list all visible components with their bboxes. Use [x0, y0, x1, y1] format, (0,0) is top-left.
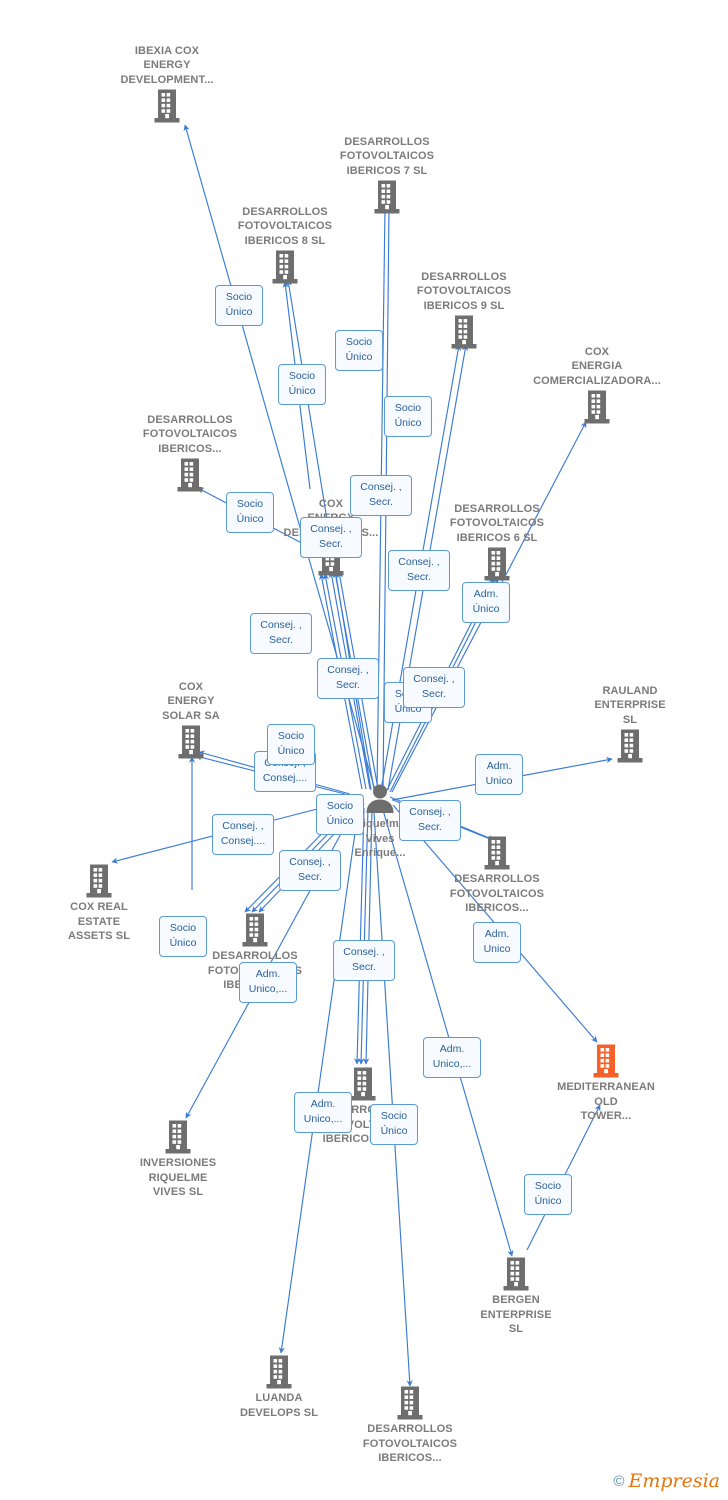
building-icon: [108, 1119, 248, 1155]
node-rauland[interactable]: RAULAND ENTERPRISE SL: [560, 684, 700, 765]
node-label: DESARROLLOS FOTOVOLTAICOS IBERICOS...: [362, 1423, 458, 1464]
building-icon: [293, 1066, 433, 1102]
node-label: INVERSIONES RIQUELME VIVES SL: [139, 1157, 217, 1198]
node-dfi8[interactable]: DESARROLLOS FOTOVOLTAICOS IBERICOS 8 SL: [215, 205, 355, 286]
node-dfi6[interactable]: DESARROLLOS FOTOVOLTAICOS IBERICOS 6 SL: [427, 502, 567, 583]
building-icon: [394, 314, 534, 350]
building-icon: [121, 724, 261, 760]
building-icon: [215, 249, 355, 285]
node-coxreal[interactable]: COX REAL ESTATE ASSETS SL: [29, 863, 169, 944]
brand-label: Empresia: [628, 1470, 720, 1492]
edge: [373, 811, 413, 1387]
relationship-label[interactable]: Consej. , Secr.: [250, 613, 312, 654]
node-luanda[interactable]: LUANDA DEVELOPS SL: [209, 1354, 349, 1420]
node-label: IBEXIA COX ENERGY DEVELOPMENT...: [120, 44, 214, 86]
relationship-label[interactable]: Socio Único: [316, 794, 364, 835]
edge: [362, 807, 373, 1065]
edge: [382, 809, 514, 1257]
building-icon: [427, 835, 567, 871]
relationship-label[interactable]: Consej. , Secr.: [403, 667, 465, 708]
node-label: DESARROLLOS FOTOVOLTAICOS IBERICOS...: [449, 873, 545, 914]
edge: [353, 807, 365, 1065]
relationship-label[interactable]: Socio Único: [278, 364, 326, 405]
node-dfi7[interactable]: DESARROLLOS FOTOVOLTAICOS IBERICOS 7 SL: [317, 135, 457, 216]
building-icon: [209, 1354, 349, 1390]
node-label: MEDITERRANEAN OLD TOWER...: [557, 1081, 655, 1122]
node-dfi9[interactable]: DESARROLLOS FOTOVOLTAICOS IBERICOS 9 SL: [394, 270, 534, 351]
node-dfiR[interactable]: DESARROLLOS FOTOVOLTAICOS IBERICOS...: [427, 835, 567, 916]
node-label: DESARROLLOS FOTOVOLTAICOS IBERICOS...: [142, 413, 238, 455]
building-icon: [120, 457, 260, 493]
relationship-label[interactable]: Socio Único: [370, 1104, 418, 1145]
node-label: DESARROLLOS FOTOVOLTAICOS IBERICOS 8 SL: [237, 205, 333, 247]
node-dfiB[interactable]: DESARROLLOS FOTOVOLTAICOS IBERICOS...: [340, 1385, 480, 1466]
relationship-label[interactable]: Consej. , Secr.: [350, 475, 412, 516]
relationship-label[interactable]: Socio Único: [335, 330, 383, 371]
building-icon: [527, 389, 667, 425]
building-icon: [340, 1385, 480, 1421]
relationship-label[interactable]: Consej. , Secr.: [317, 658, 379, 699]
node-label: COX ENERGIA COMERCIALIZADORA...: [533, 345, 661, 387]
node-bergen[interactable]: BERGEN ENTERPRISE SL: [446, 1256, 586, 1337]
relationship-label[interactable]: Socio Único: [384, 396, 432, 437]
node-label: LUANDA DEVELOPS SL: [239, 1392, 319, 1419]
node-label: Riquelme Vives Enrique...: [354, 818, 406, 859]
edge: [278, 811, 359, 1354]
relationship-label[interactable]: Consej. , Secr.: [333, 940, 395, 981]
node-label: DESARROLLOS FOTOVOLTAICOS IBERICOS 9 SL: [416, 270, 512, 312]
node-label: RAULAND ENTERPRISE SL: [594, 684, 666, 726]
relationship-label[interactable]: Consej. , Consej....: [212, 814, 274, 855]
node-label: COX ENERGY SOLAR SA: [162, 680, 220, 722]
node-coxsolar[interactable]: COX ENERGY SOLAR SA: [121, 680, 261, 761]
relationship-label[interactable]: Socio Único: [226, 492, 274, 533]
building-icon: [446, 1256, 586, 1292]
building-icon: [560, 728, 700, 764]
copyright-icon: ©: [613, 1472, 625, 1490]
building-icon: [317, 179, 457, 215]
watermark: © Empresia: [613, 1470, 720, 1492]
relationship-label[interactable]: Adm. Unico,...: [239, 962, 297, 1003]
relationship-label[interactable]: Consej. , Secr.: [399, 800, 461, 841]
relationship-label[interactable]: Socio Único: [159, 916, 207, 957]
relationship-label[interactable]: Adm. Unico: [475, 754, 523, 795]
node-medit[interactable]: MEDITERRANEAN OLD TOWER...: [536, 1043, 676, 1124]
building-icon: [185, 912, 325, 948]
relationship-label[interactable]: Consej. , Secr.: [300, 517, 362, 558]
relationship-label[interactable]: Socio Único: [524, 1174, 572, 1215]
person-icon: [310, 782, 450, 816]
node-person[interactable]: Riquelme Vives Enrique...: [310, 782, 450, 861]
node-inversiones[interactable]: INVERSIONES RIQUELME VIVES SL: [108, 1119, 248, 1200]
node-label: DESARROLLOS FOTOVOLTAICOS IBERICOS 7 SL: [339, 135, 435, 177]
building-icon: [29, 863, 169, 899]
relationship-label[interactable]: Consej. , Secr.: [388, 550, 450, 591]
relationship-label[interactable]: Adm. Único: [462, 582, 510, 623]
node-coxcom[interactable]: COX ENERGIA COMERCIALIZADORA...: [527, 345, 667, 426]
relationship-label[interactable]: Adm. Unico,...: [294, 1092, 352, 1133]
node-label: COX REAL ESTATE ASSETS SL: [67, 901, 131, 942]
relationship-label[interactable]: Adm. Unico,...: [423, 1037, 481, 1078]
building-icon: [536, 1043, 676, 1079]
relationship-label[interactable]: Adm. Unico: [473, 922, 521, 963]
relationship-label[interactable]: Socio Único: [215, 285, 263, 326]
edge: [357, 807, 369, 1065]
building-icon: [97, 88, 237, 124]
node-ibexia[interactable]: IBEXIA COX ENERGY DEVELOPMENT...: [97, 44, 237, 125]
node-label: BERGEN ENTERPRISE SL: [480, 1294, 552, 1335]
node-label: DESARROLLOS FOTOVOLTAICOS IBERICOS 6 SL: [449, 502, 545, 544]
relationship-label[interactable]: Consej. , Secr.: [279, 850, 341, 891]
relationship-label[interactable]: Socio Único: [267, 724, 315, 765]
building-icon: [427, 546, 567, 582]
node-dfiL[interactable]: DESARROLLOS FOTOVOLTAICOS IBERICOS...: [120, 413, 260, 494]
